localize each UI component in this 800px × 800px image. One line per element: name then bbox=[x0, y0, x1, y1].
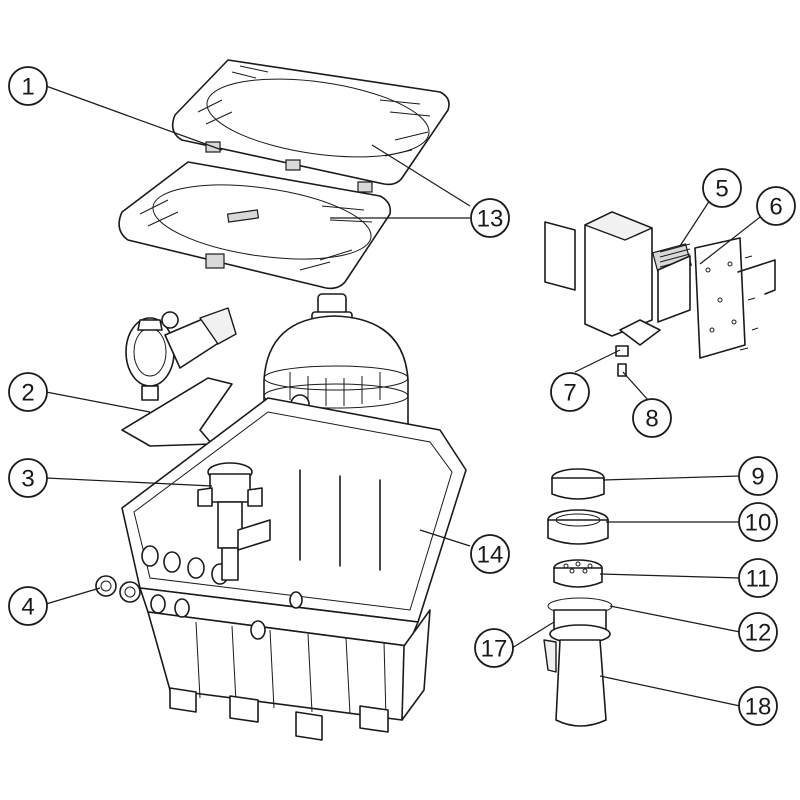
callout-18-label: 18 bbox=[745, 694, 772, 721]
callout-10-label: 10 bbox=[745, 510, 772, 537]
callout-14-label: 14 bbox=[477, 542, 504, 569]
lid-lower bbox=[118, 161, 392, 290]
callout-1-label: 1 bbox=[21, 74, 34, 101]
callout-2-label: 2 bbox=[21, 380, 34, 407]
callout-11-label: 11 bbox=[746, 566, 771, 593]
control-box-assembly bbox=[544, 211, 776, 377]
callout-17: 17 bbox=[474, 628, 514, 668]
callout-13-label: 13 bbox=[477, 206, 504, 233]
callout-14: 14 bbox=[470, 534, 510, 574]
callout-7-label: 7 bbox=[563, 380, 576, 407]
lid-upper bbox=[171, 59, 450, 193]
callout-3: 3 bbox=[8, 458, 48, 498]
callout-8-label: 8 bbox=[645, 406, 658, 433]
callout-6-label: 6 bbox=[769, 194, 782, 221]
callout-4: 4 bbox=[8, 586, 48, 626]
callout-6: 6 bbox=[756, 186, 796, 226]
callout-12: 12 bbox=[738, 612, 778, 652]
callout-3-label: 3 bbox=[21, 466, 34, 493]
leader-lines bbox=[45, 85, 765, 707]
callout-17-label: 17 bbox=[481, 636, 508, 663]
callout-7: 7 bbox=[550, 372, 590, 412]
callout-13: 13 bbox=[470, 198, 510, 238]
pump-assembly bbox=[121, 307, 237, 447]
wall-fittings bbox=[95, 575, 141, 603]
callout-11: 11 bbox=[738, 558, 778, 598]
callout-4-label: 4 bbox=[21, 594, 34, 621]
callout-12-label: 12 bbox=[745, 620, 772, 647]
multiport-valve bbox=[197, 462, 271, 581]
callout-18: 18 bbox=[738, 686, 778, 726]
callout-8: 8 bbox=[632, 398, 672, 438]
callout-9-label: 9 bbox=[751, 464, 764, 491]
callout-5-label: 5 bbox=[715, 176, 728, 203]
callout-9: 9 bbox=[738, 456, 778, 496]
callout-10: 10 bbox=[738, 502, 778, 542]
callout-1: 1 bbox=[8, 66, 48, 106]
callout-2: 2 bbox=[8, 372, 48, 412]
callout-5: 5 bbox=[702, 168, 742, 208]
chlorinator-stack bbox=[543, 468, 613, 727]
basin-tank bbox=[121, 397, 467, 741]
